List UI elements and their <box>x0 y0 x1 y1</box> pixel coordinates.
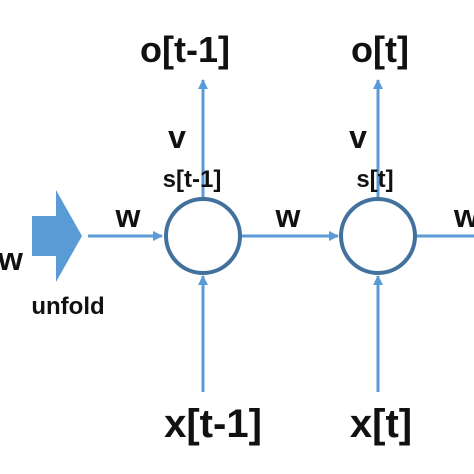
output-curr-label: o[t] <box>351 29 409 70</box>
state-node-prev <box>164 197 242 275</box>
v-curr-label: v <box>349 119 367 155</box>
output-prev-label: o[t-1] <box>140 29 230 70</box>
v-prev-label: v <box>168 119 186 155</box>
input-prev-label: x[t-1] <box>164 402 262 446</box>
state-curr-label: s[t] <box>356 166 393 193</box>
state-prev-label: s[t-1] <box>163 166 222 193</box>
unfold-arrow-icon <box>32 190 82 282</box>
input-curr-label: x[t] <box>350 402 412 446</box>
unfold-label: unfold <box>31 293 104 320</box>
weight-out-label: w <box>453 198 474 234</box>
weight-left-label: w <box>0 241 23 277</box>
weight-in-label: w <box>115 198 141 234</box>
state-node-curr <box>339 197 417 275</box>
weight-mid-label: w <box>275 198 301 234</box>
